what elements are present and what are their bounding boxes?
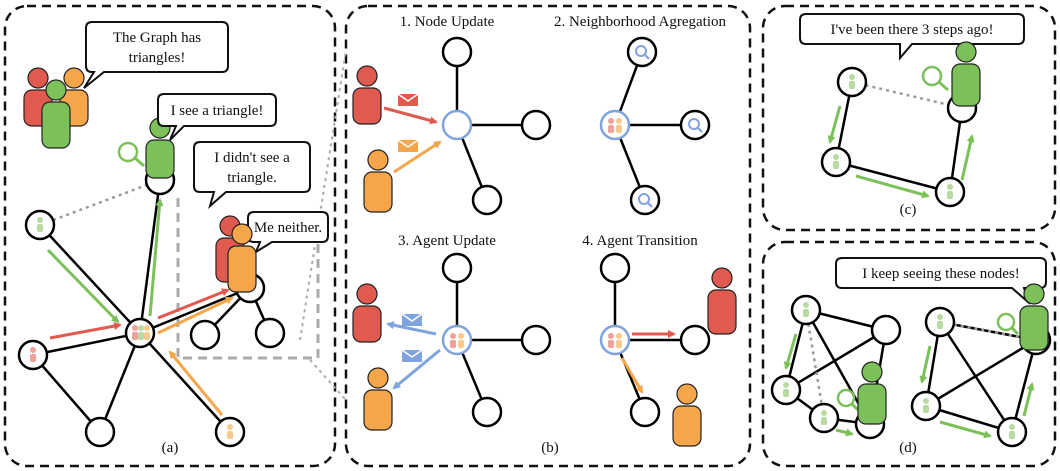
envelope-icon [401,313,423,362]
red-agent-icon [707,267,737,335]
red-orange-agents-icon [215,215,257,293]
speech-didnt-see-line1: I didn't see a [214,150,290,166]
step-node-update: 1. Node Update [400,14,495,30]
speech-me-neither: Me neither. [254,220,322,236]
panel-b-label: (b) [541,440,559,456]
magnifier-icon [635,45,703,208]
envelope-icon [397,93,419,152]
green-agent-icon [857,361,887,425]
orange-agent-icon [363,149,393,213]
magnifier-icon [921,65,949,92]
speech-been-there: I've been there 3 steps ago! [830,22,993,38]
agent-group-icon [23,67,89,149]
red-agent-icon [352,65,382,125]
green-agent-icon [1019,283,1049,351]
panel-c: I've been there 3 steps ago! (c) [799,13,1025,218]
magnifier-icon [836,388,860,412]
panel-b: 1. Node Update 2. Neighborhood Agregatio… [352,14,737,456]
step-agent-update: 3. Agent Update [398,233,496,249]
magnifier-icon [996,312,1020,336]
panel-a: The Graph has triangles! I see a triangl… [17,21,347,456]
magnifier-icon [117,141,145,168]
orange-agent-icon [363,367,393,431]
red-agent-icon [352,283,382,343]
panel-d-label: (d) [899,440,917,456]
panel-c-label: (c) [900,202,917,218]
orange-agent-icon [672,383,702,447]
speech-keep-seeing: I keep seeing these nodes! [862,266,1019,282]
panel-d-border [761,240,1057,468]
panel-a-label: (a) [162,440,179,456]
panel-b-border [344,4,752,468]
speech-graph-has-triangles-line1: The Graph has [113,30,201,46]
panel-d: I keep seeing these nodes! [770,257,1052,456]
step-agent-transition: 4. Agent Transition [582,233,698,249]
speech-i-see-triangle: I see a triangle! [171,103,264,119]
speech-didnt-see-line2: triangle. [227,170,277,186]
green-agent-icon [145,117,175,179]
green-agent-icon [951,41,981,107]
speech-graph-has-triangles-line2: triangles! [129,50,186,66]
panel-a-border [3,4,337,468]
panel-c-border [761,4,1057,232]
step-neighborhood-aggregation: 2. Neighborhood Agregation [554,14,727,30]
